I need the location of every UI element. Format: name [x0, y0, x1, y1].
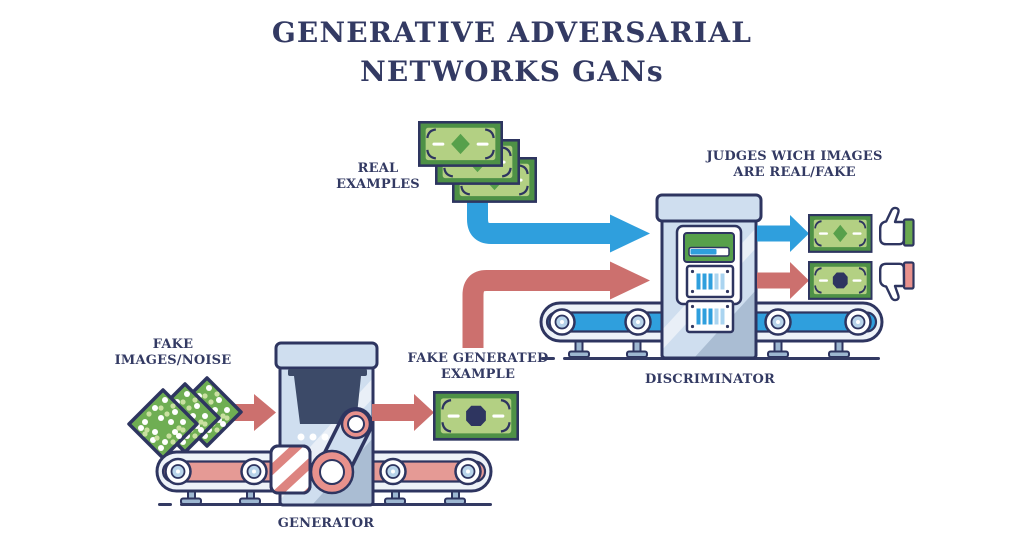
thumbs-up-icon [879, 206, 915, 247]
title-line-1: GENERATIVE ADVERSARIAL [271, 16, 753, 49]
discriminator-screen [683, 232, 735, 263]
fake-flow-arrow [462, 261, 650, 348]
hazard-box [269, 444, 312, 495]
barcode-panel [685, 264, 735, 299]
label-fake-images-noise: FAKE IMAGES/NOISE [114, 337, 232, 369]
discriminator-progress-bar [688, 246, 730, 257]
real-flow-arrow [467, 201, 650, 253]
noise-images-icon [127, 376, 243, 460]
generator-machine-icon [269, 341, 379, 507]
label-generator: GENERATOR [277, 516, 375, 531]
thumbs-down-icon [879, 261, 915, 302]
real-output-arrow [757, 215, 809, 252]
title-line-2: NETWORKS GANs [360, 54, 664, 88]
generator-pulley [309, 407, 373, 495]
label-fake-generated-example: FAKE GENERATED EXAMPLE [407, 351, 549, 383]
label-real-examples: REAL EXAMPLES [336, 161, 420, 193]
barcode-panel [685, 299, 735, 334]
fake-example-bill-icon [432, 391, 520, 441]
fake-output-arrow [757, 262, 809, 299]
label-judges: JUDGES WICH IMAGES ARE REAL/FAKE [706, 149, 883, 181]
judged-fake-bill-icon [807, 260, 873, 300]
judged-real-bill-icon [807, 214, 873, 253]
money-stack-icon [417, 121, 537, 203]
discriminator-machine-icon [655, 193, 763, 360]
generator-output-arrow [372, 394, 434, 431]
page-title: GENERATIVE ADVERSARIAL NETWORKS GANs [0, 14, 1024, 91]
label-discriminator: DISCRIMINATOR [644, 372, 776, 387]
